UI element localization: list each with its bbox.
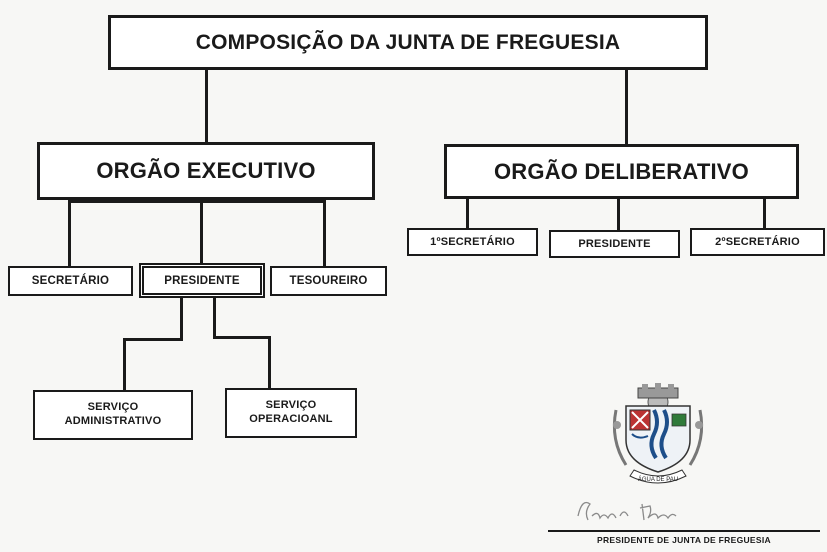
delib-presidente-box: PRESIDENTE xyxy=(549,230,680,258)
deliberativo-box: ORGÃO DELIBERATIVO xyxy=(444,144,799,199)
connector-executivo-bar xyxy=(68,200,326,203)
connector-admin-v xyxy=(123,338,126,390)
connector-oper-v xyxy=(268,336,271,388)
title-box: COMPOSIÇÃO DA JUNTA DE FREGUESIA xyxy=(108,15,708,70)
seal-motto: ÁGUA DE PAU xyxy=(638,476,678,483)
connector-presidente-v xyxy=(200,190,203,266)
secretario-box: SECRETÁRIO xyxy=(8,266,133,296)
servico-operacional-line1: SERVIÇO xyxy=(265,399,317,412)
servico-administrativo-box: SERVIÇO ADMINISTRATIVO xyxy=(33,390,193,440)
servico-administrativo-line1: SERVIÇO xyxy=(87,401,139,414)
tesoureiro-box: TESOUREIRO xyxy=(270,266,387,296)
connector-delib-right-v xyxy=(763,198,766,230)
signature-line xyxy=(548,530,820,532)
servico-operacional-line2: OPERACIOANL xyxy=(249,413,333,425)
connector-delib-left-v xyxy=(466,198,469,230)
connector-title-to-executivo-v xyxy=(205,70,208,142)
handwritten-signature xyxy=(577,501,677,521)
connector-oper-h xyxy=(213,336,271,339)
connector-delib-mid-v xyxy=(617,198,620,230)
delib-secretario1-box: 1ºSECRETÁRIO xyxy=(407,228,538,256)
servico-administrativo-line2: ADMINISTRATIVO xyxy=(64,415,162,427)
connector-presidente-right-v xyxy=(213,293,216,338)
connector-admin-h xyxy=(123,338,183,341)
connector-presidente-left-v xyxy=(180,293,183,340)
connector-secretario-v xyxy=(68,200,71,266)
executivo-box: ORGÃO EXECUTIVO xyxy=(37,142,375,200)
connector-title-to-deliberativo-v xyxy=(625,70,628,144)
coat-of-arms-seal: ÁGUA DE PAU xyxy=(612,383,704,484)
delib-secretario2-box: 2ºSECRETÁRIO xyxy=(690,228,825,256)
signature-caption: PRESIDENTE DE JUNTA DE FREGUESIA xyxy=(597,535,771,545)
presidente-box: PRESIDENTE xyxy=(142,266,262,295)
servico-operacional-box: SERVIÇO OPERACIOANL xyxy=(225,388,357,438)
connector-tesoureiro-v xyxy=(323,200,326,266)
